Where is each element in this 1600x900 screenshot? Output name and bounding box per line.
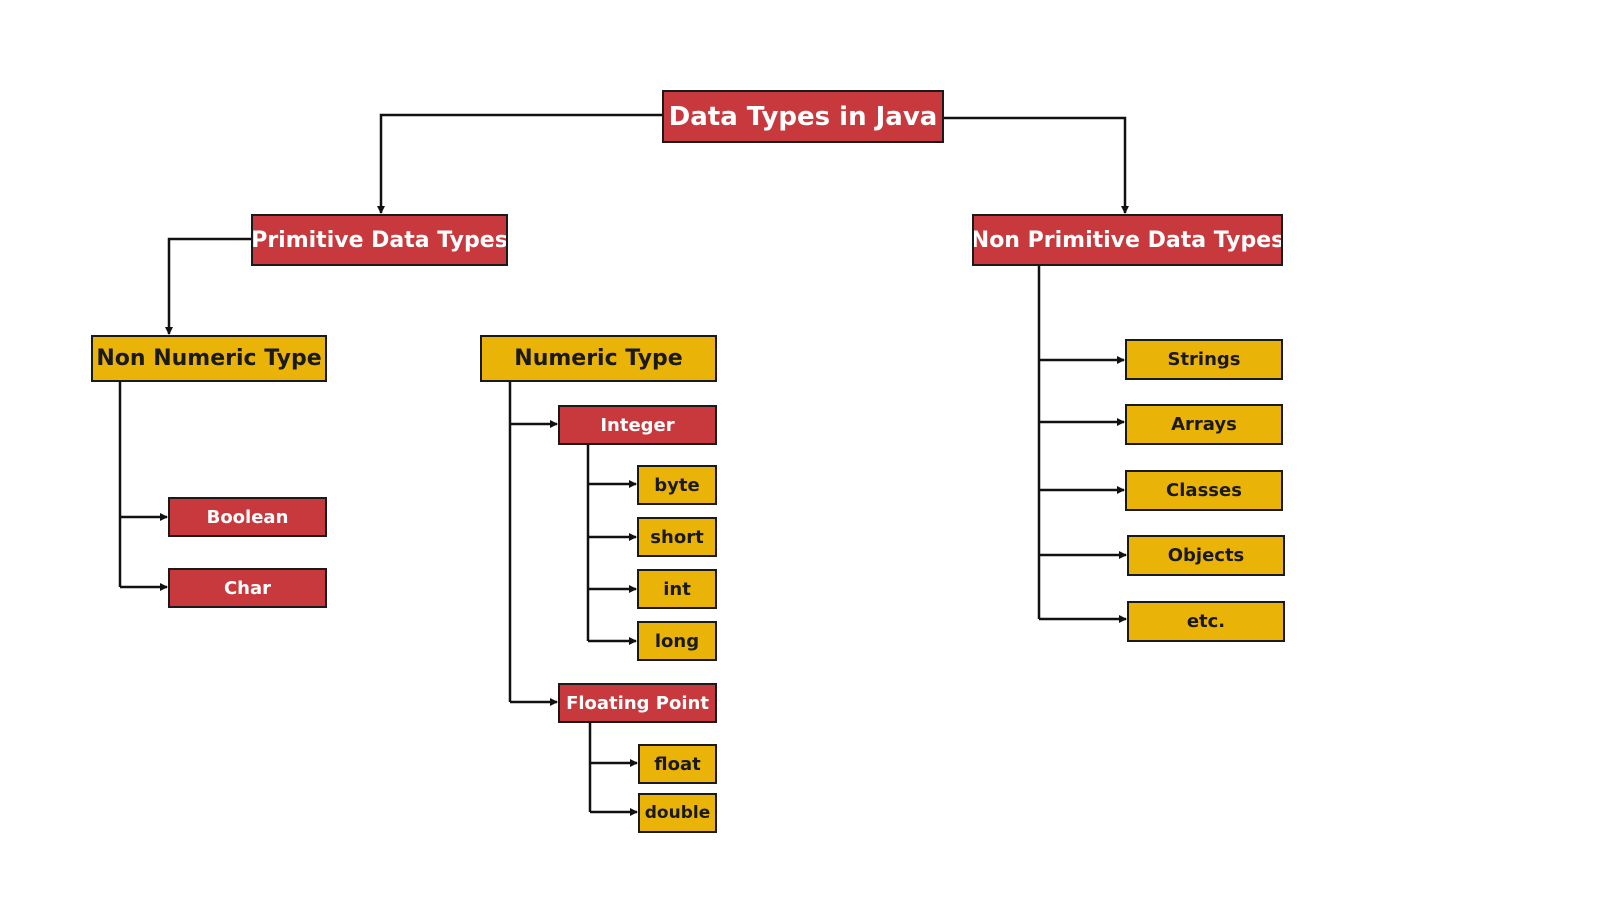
node-boolean: Boolean <box>168 497 327 537</box>
node-primitive: Primitive Data Types <box>251 214 508 266</box>
node-double: double <box>638 793 717 833</box>
node-strings: Strings <box>1125 339 1283 380</box>
node-float: float <box>638 744 717 784</box>
node-floating-point: Floating Point <box>558 683 717 723</box>
node-root: Data Types in Java <box>662 90 944 143</box>
node-long: long <box>637 621 717 661</box>
node-char: Char <box>168 568 327 608</box>
node-etc: etc. <box>1127 601 1285 642</box>
node-objects: Objects <box>1127 535 1285 576</box>
edge-root-nonprimitive <box>943 116 1129 214</box>
node-non-primitive: Non Primitive Data Types <box>972 214 1283 266</box>
node-classes: Classes <box>1125 470 1283 511</box>
edge-root-primitive <box>377 113 662 214</box>
node-int: int <box>637 569 717 609</box>
node-numeric: Numeric Type <box>480 335 717 382</box>
node-arrays: Arrays <box>1125 404 1283 445</box>
node-byte: byte <box>637 465 717 505</box>
edge-primitive-nonnumeric <box>165 237 251 335</box>
node-short: short <box>637 517 717 557</box>
node-integer: Integer <box>558 405 717 445</box>
node-non-numeric: Non Numeric Type <box>91 335 327 382</box>
